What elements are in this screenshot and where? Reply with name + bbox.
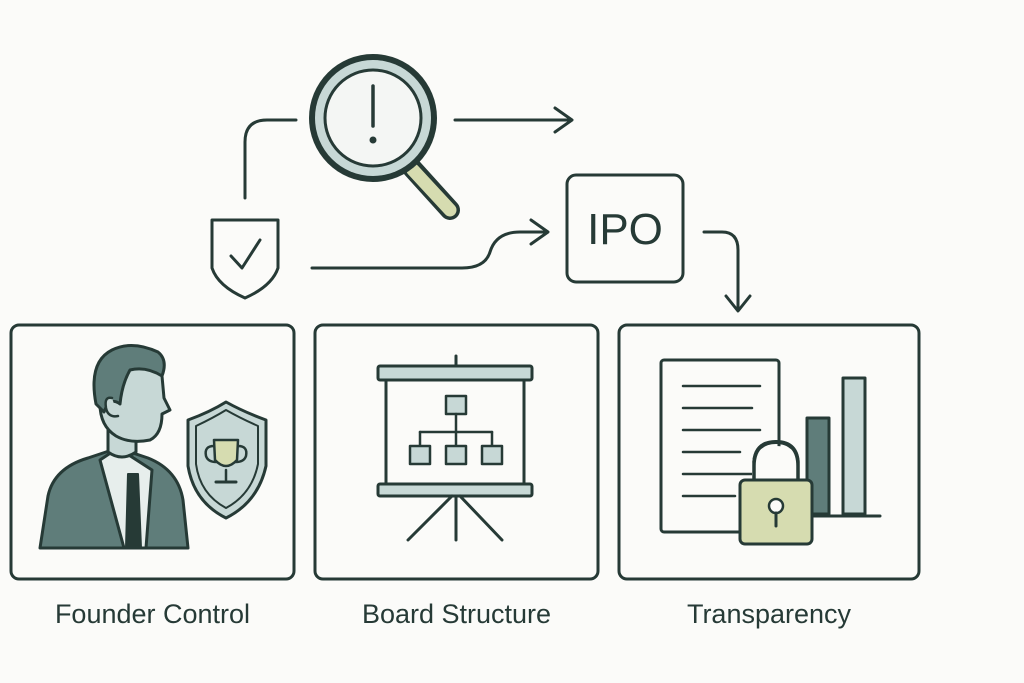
- caption-founder-control: Founder Control: [54, 599, 251, 629]
- founder-shield-icon: [38, 344, 268, 550]
- arrow-ipo-down: [702, 230, 752, 313]
- arrow-magnifier-right: [453, 106, 574, 134]
- connector-shield-to-magnifier: [243, 118, 298, 200]
- caption-transparency: Transparency: [686, 599, 852, 629]
- board-org-chart-icon: [376, 354, 534, 542]
- shield-check-icon: [210, 218, 280, 300]
- magnifier-alert-icon: [309, 54, 460, 220]
- caption-board-structure: Board Structure: [361, 599, 552, 629]
- arrow-shield-to-ipo: [310, 218, 550, 270]
- document-lock-chart-icon: [659, 358, 882, 546]
- ipo-label: IPO: [587, 205, 663, 254]
- ipo-box: IPO: [565, 173, 685, 284]
